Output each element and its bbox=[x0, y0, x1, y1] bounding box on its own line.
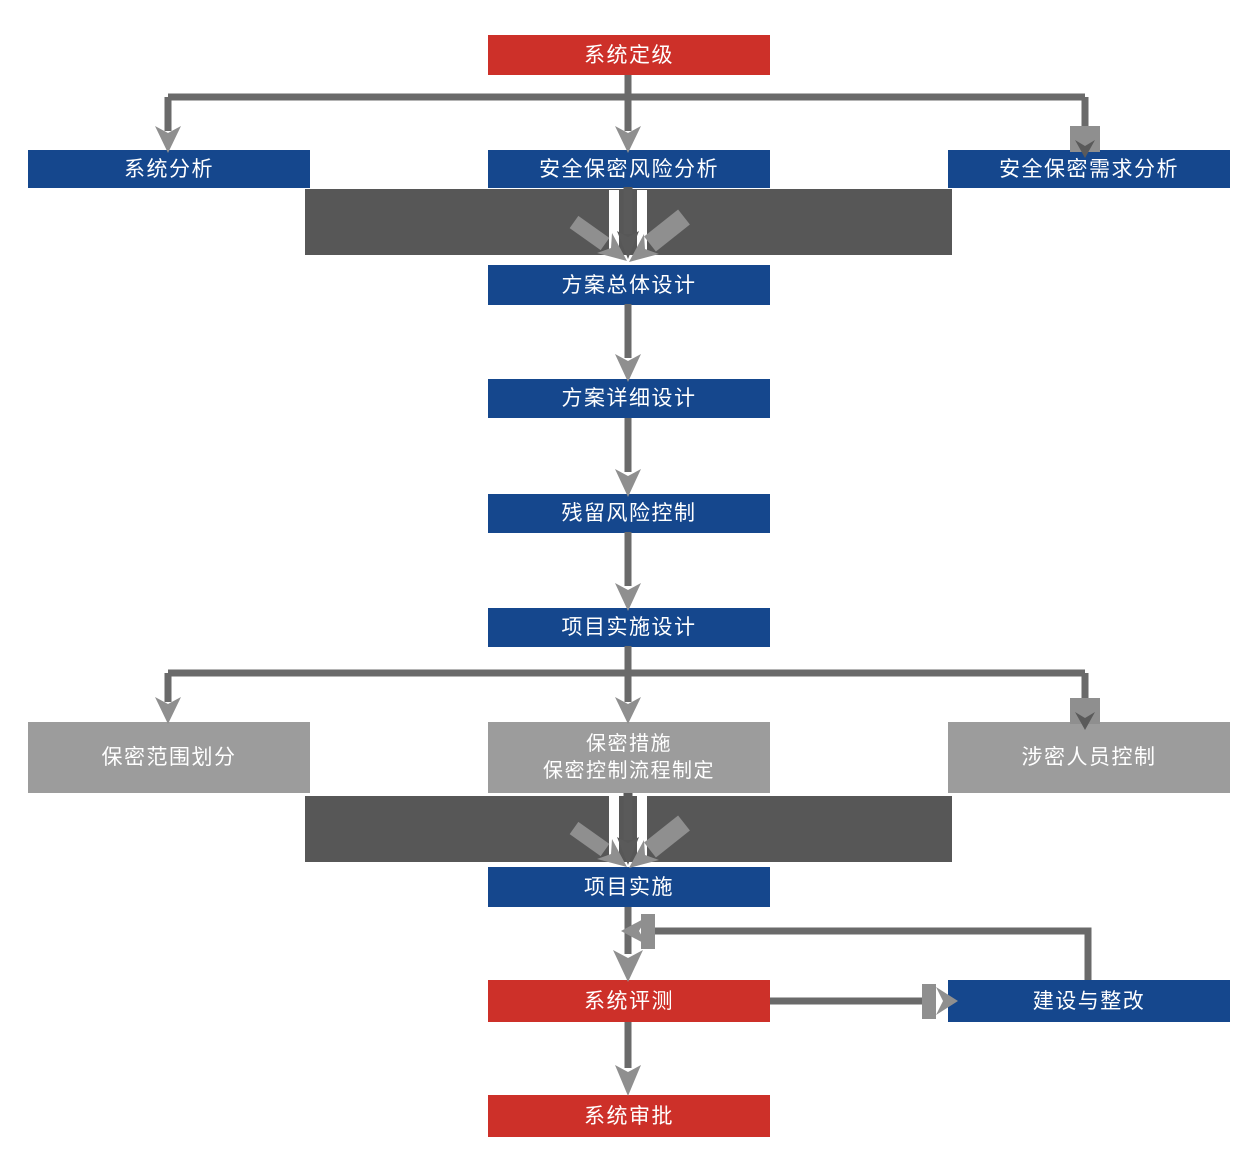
arrowhead-to-secrecy-measures bbox=[615, 697, 641, 724]
feedback-line-rectification bbox=[655, 927, 1092, 980]
node-label: 项目实施设计 bbox=[561, 616, 697, 639]
node-label: 系统审批 bbox=[584, 1104, 674, 1128]
node-label: 系统分析 bbox=[124, 157, 214, 181]
node-detailed-scheme-design: 方案详细设计 bbox=[488, 379, 770, 418]
chain-arrows bbox=[615, 304, 641, 611]
node-overall-scheme-design: 方案总体设计 bbox=[488, 265, 770, 305]
node-security-requirement-analysis: 安全保密需求分析 bbox=[948, 150, 1230, 188]
evaluation-to-approval bbox=[615, 1022, 641, 1096]
node-residual-risk-control: 残留风险控制 bbox=[488, 494, 770, 533]
merge-bar-bottom bbox=[305, 796, 952, 862]
evaluation-to-rectification bbox=[770, 984, 958, 1019]
node-project-implementation: 项目实施 bbox=[488, 867, 770, 907]
arrowhead-to-scope-division bbox=[155, 697, 181, 724]
arrowhead-to-system-analysis bbox=[155, 126, 181, 153]
node-label: 方案详细设计 bbox=[561, 387, 697, 410]
block-arrow-to-requirement-analysis bbox=[1070, 126, 1100, 152]
node-label: 项目实施 bbox=[584, 875, 674, 899]
node-system-evaluation: 系统评测 bbox=[488, 980, 770, 1022]
node-construction-rectification: 建设与整改 bbox=[948, 980, 1230, 1022]
node-label: 方案总体设计 bbox=[561, 273, 697, 297]
node-secrecy-scope-division: 保密范围划分 bbox=[28, 722, 310, 793]
node-label: 系统定级 bbox=[584, 43, 674, 67]
node-label: 涉密人员控制 bbox=[1021, 746, 1157, 769]
feedback-arrowhead bbox=[621, 917, 647, 945]
node-project-implementation-design: 项目实施设计 bbox=[488, 608, 770, 647]
node-label: 安全保密风险分析 bbox=[539, 157, 719, 181]
node-system-analysis: 系统分析 bbox=[28, 150, 310, 188]
implementation-to-evaluation bbox=[613, 907, 1092, 982]
node-system-approval: 系统审批 bbox=[488, 1095, 770, 1137]
node-label: 安全保密需求分析 bbox=[999, 157, 1179, 181]
node-classified-personnel-control: 涉密人员控制 bbox=[948, 722, 1230, 793]
node-label: 保密范围划分 bbox=[101, 746, 237, 769]
node-system-grading: 系统定级 bbox=[488, 35, 770, 75]
node-label-line2: 保密控制流程制定 bbox=[543, 759, 715, 782]
node-label: 建设与整改 bbox=[1032, 989, 1146, 1013]
block-arrow-to-personnel-control bbox=[1070, 698, 1100, 724]
branch-middle bbox=[155, 646, 1100, 730]
node-label: 残留风险控制 bbox=[561, 502, 697, 525]
node-security-risk-analysis: 安全保密风险分析 bbox=[488, 150, 770, 188]
node-label: 系统评测 bbox=[584, 989, 674, 1013]
branch-top bbox=[155, 75, 1100, 158]
arrowhead-to-risk-analysis bbox=[615, 126, 641, 153]
node-secrecy-measures: 保密措施 保密控制流程制定 bbox=[488, 722, 770, 793]
node-label-line1: 保密措施 bbox=[586, 732, 672, 755]
merge-bar-top bbox=[305, 189, 952, 255]
